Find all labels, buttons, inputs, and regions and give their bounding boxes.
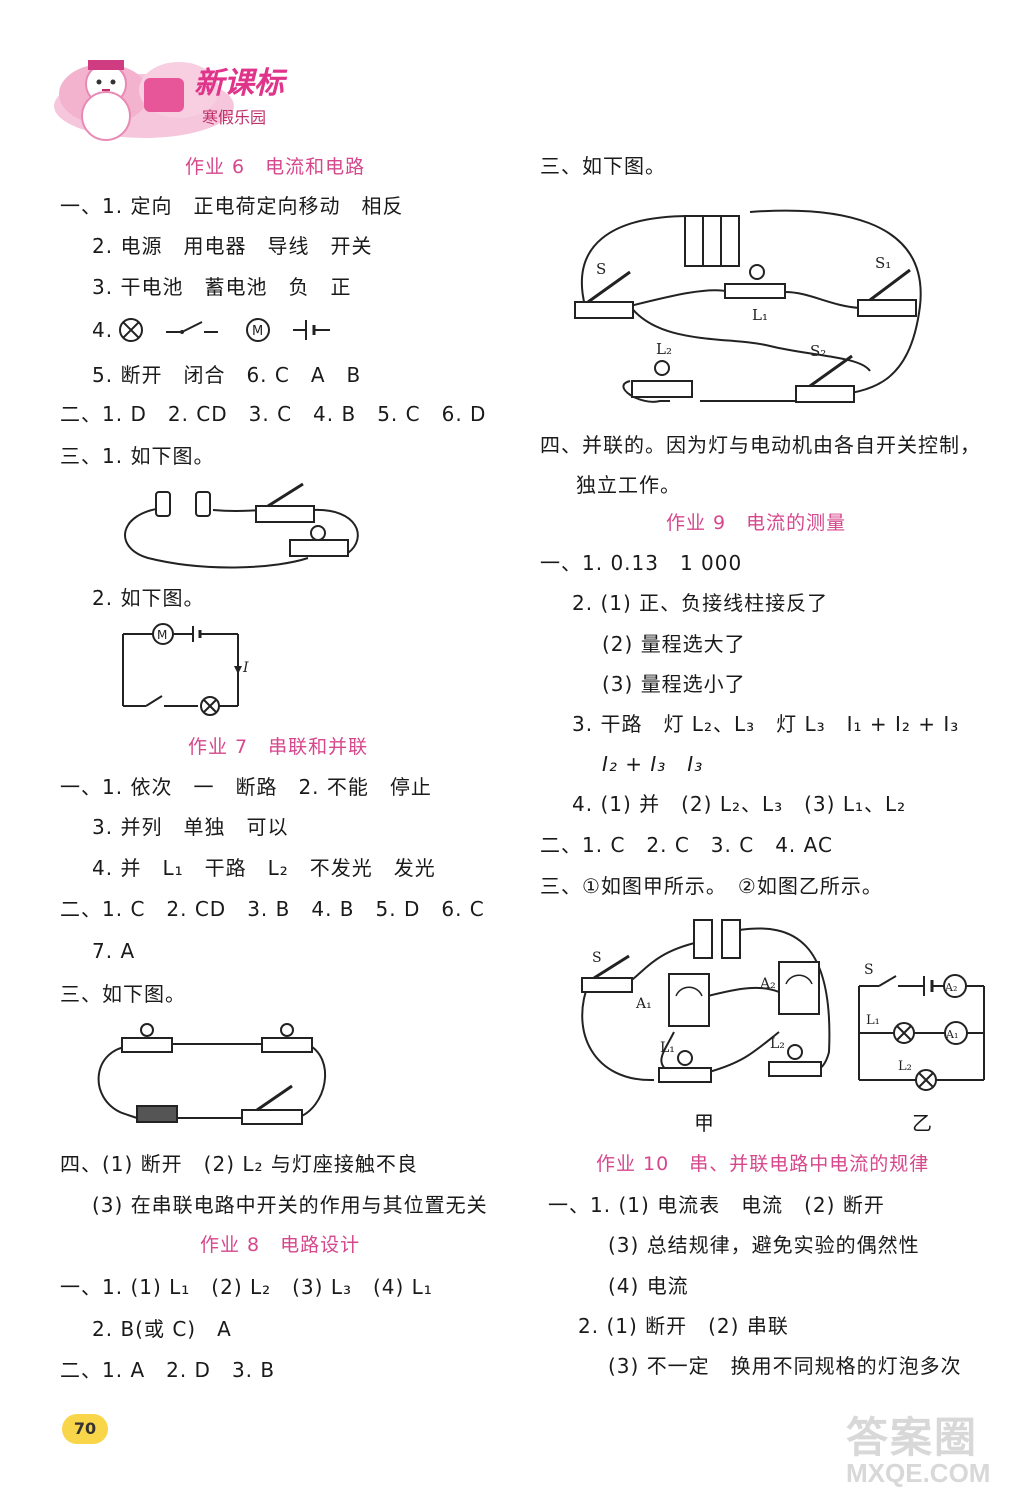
answer-line: 一、1. (1) 电流表 电流 (2) 断开 (548, 1193, 885, 1217)
answer-line: 一、1. 依次 一 断路 2. 不能 停止 (60, 775, 432, 799)
answer-line: 7. A (92, 939, 136, 963)
figure-caption-jia: 甲 (694, 1111, 714, 1135)
answer-line: 二、1. C 2. CD 3. B 4. B 5. D 6. C (60, 897, 485, 921)
circuit-figure-6-3-1 (124, 482, 359, 569)
svg-text:L₂: L₂ (898, 1059, 912, 1074)
brand-title: 新课标 (194, 66, 284, 101)
svg-text:L₁: L₁ (660, 1040, 675, 1056)
answer-line: I₂ + I₃ I₃ (602, 752, 704, 776)
answer-line: 三、1. 如下图。 (60, 444, 215, 468)
heading-assignment-10: 作业 10 串、并联电路中电流的规律 (596, 1153, 930, 1175)
answer-line: 5. 断开 闭合 6. C A B (92, 363, 362, 387)
svg-text:L₂: L₂ (656, 340, 672, 358)
figure-caption-yi: 乙 (912, 1111, 932, 1135)
heading-assignment-7: 作业 7 串联和并联 (188, 736, 369, 758)
svg-text:S₂: S₂ (810, 342, 826, 360)
answer-line: 三、如下图。 (540, 154, 666, 178)
answer-line: (2) 量程选大了 (602, 632, 746, 656)
circuit-figure-7-3 (97, 1023, 326, 1125)
svg-text:I: I (242, 660, 249, 676)
heading-assignment-6: 作业 6 电流和电路 (185, 156, 366, 178)
svg-text:A₁: A₁ (635, 996, 652, 1012)
svg-text:S: S (864, 962, 874, 978)
watermark-logo: 答案圈 (846, 1414, 979, 1461)
header-logo: 新课标 寒假乐园 (44, 48, 324, 143)
answer-line: 2. 如下图。 (92, 586, 205, 610)
heading-assignment-8: 作业 8 电路设计 (200, 1234, 361, 1256)
snowman-cloud-graphic (54, 60, 234, 141)
answer-line: 三、如下图。 (60, 982, 186, 1006)
answer-line: 4. 并 L₁ 干路 L₂ 不发光 发光 (92, 856, 436, 880)
svg-text:M: M (252, 324, 263, 339)
svg-text:S: S (596, 260, 606, 278)
answer-line: 2. (1) 正、负接线柱接反了 (572, 591, 829, 615)
svg-text:S₁: S₁ (875, 254, 891, 272)
svg-text:M: M (157, 628, 167, 642)
svg-text:A₂: A₂ (944, 981, 957, 994)
svg-text:A₂: A₂ (759, 976, 776, 992)
answer-line: 3. 并列 单独 可以 (92, 815, 289, 839)
answer-line: 2. B(或 C) A (92, 1317, 232, 1341)
answer-line: 3. 干路 灯 L₂、L₃ 灯 L₃ I₁ + I₂ + I₃ (572, 712, 960, 736)
answer-line: 一、1. 定向 正电荷定向移动 相反 (60, 194, 404, 218)
answer-line: 4. (1) 并 (2) L₂、L₃ (3) L₁、L₂ (572, 792, 907, 816)
answer-line: 2. 电源 用电器 导线 开关 (92, 234, 373, 258)
circuit-symbols: M (119, 318, 330, 342)
svg-text:A₁: A₁ (945, 1028, 958, 1041)
svg-text:L₂: L₂ (770, 1036, 785, 1052)
answer-line: 三、①如图甲所示。 ②如图乙所示。 (540, 874, 883, 898)
answer-line: (3) 总结规律，避免实验的偶然性 (608, 1233, 920, 1257)
battery-symbol (293, 320, 330, 340)
svg-text:L₁: L₁ (752, 306, 768, 324)
motor-symbol (246, 318, 270, 342)
answer-line: 四、并联的。因为灯与电动机由各自开关控制， (540, 433, 981, 457)
heading-assignment-9: 作业 9 电流的测量 (666, 512, 847, 534)
answer-line: 2. (1) 断开 (2) 串联 (578, 1314, 789, 1338)
answer-line: 3. 干电池 蓄电池 负 正 (92, 275, 352, 299)
answer-line: 四、(1) 断开 (2) L₂ 与灯座接触不良 (60, 1152, 418, 1176)
answer-line: 二、1. C 2. C 3. C 4. AC (540, 833, 833, 857)
answer-line: 二、1. D 2. CD 3. C 4. B 5. C 6. D (60, 402, 487, 426)
circuit-figure-8-3: S S₁ L₁ L₂ S₂ (574, 209, 922, 403)
brand-subtitle: 寒假乐园 (202, 108, 267, 127)
svg-text:L₁: L₁ (866, 1013, 880, 1028)
lamp-symbol (119, 318, 143, 342)
watermark-url: MXQE.COM (846, 1458, 991, 1488)
page-number-badge: 70 (62, 1414, 108, 1444)
answer-line: (4) 电流 (608, 1274, 689, 1298)
circuit-figure-9-3-jia: S A₁ A₂ L₁ L₂ (581, 919, 831, 1083)
answer-line: 一、1. 0.13 1 000 (540, 551, 743, 575)
answer-line: 4. (92, 318, 114, 342)
circuit-figure-6-3-2: I M (122, 623, 249, 716)
answer-line: (3) 量程选小了 (602, 672, 746, 696)
svg-text:S: S (592, 950, 602, 966)
page-number: 70 (73, 1419, 97, 1438)
answer-line: 一、1. (1) L₁ (2) L₂ (3) L₃ (4) L₁ (60, 1275, 433, 1299)
answer-line: 独立工作。 (576, 473, 681, 497)
answer-line: 二、1. A 2. D 3. B (60, 1358, 276, 1382)
answer-line: (3) 不一定 换用不同规格的灯泡多次 (608, 1354, 962, 1378)
switch-symbol (166, 321, 218, 334)
circuit-figure-9-3-yi: S A₂ A₁ L₁ L₂ (858, 962, 985, 1091)
answer-line: (3) 在串联电路中开关的作用与其位置无关 (92, 1193, 488, 1217)
